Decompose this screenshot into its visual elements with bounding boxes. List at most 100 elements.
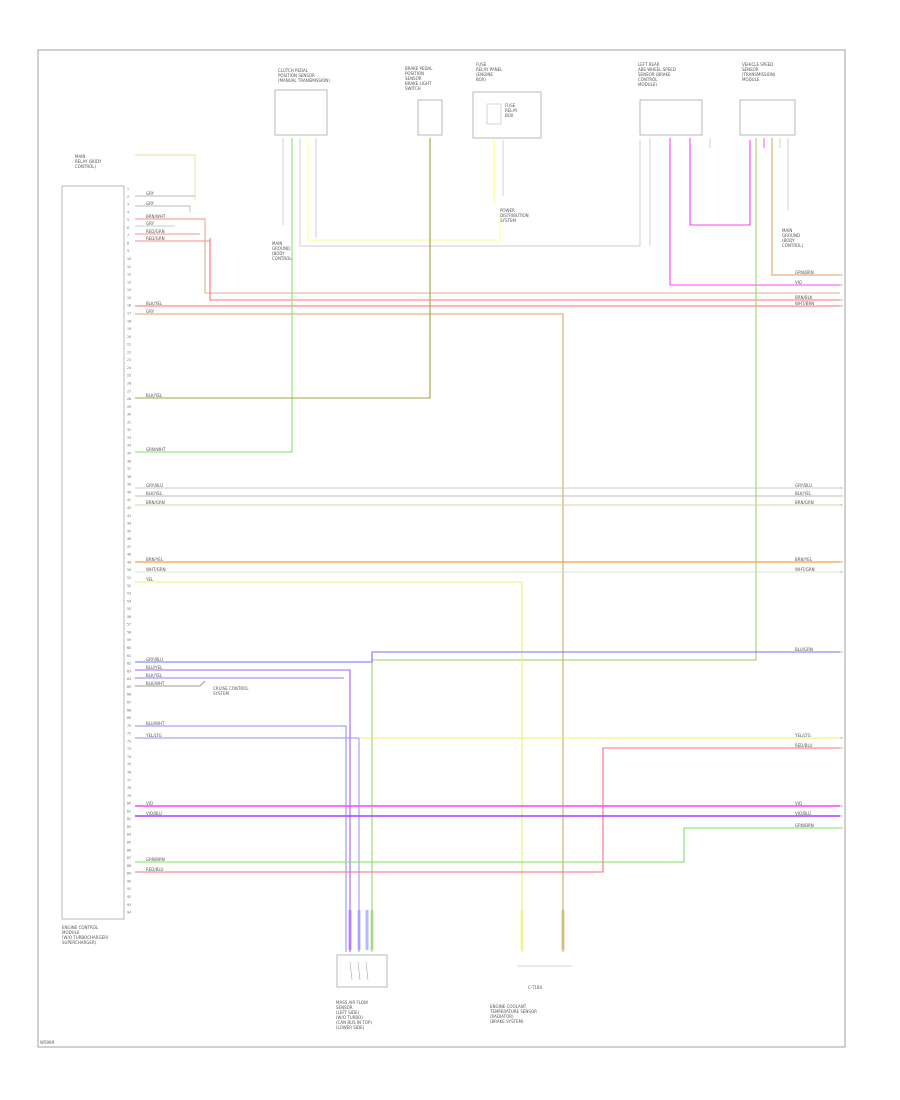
ecm-pin: 91 [127, 887, 131, 891]
ecm-name-4: SUPERCHARGER) [62, 940, 97, 945]
brake-name-4: BRAKE LIGHT [405, 81, 432, 86]
right-terminal-marker: < [840, 304, 843, 308]
right-terminal-marker: < [840, 650, 843, 654]
ecm-pin: 78 [127, 786, 131, 790]
svg-text:DISTRIBUTION: DISTRIBUTION [500, 213, 529, 218]
right-wire-label: VIO/BLU [795, 811, 811, 816]
wire [135, 205, 191, 212]
wire [135, 218, 206, 232]
mass-air-flow-sensor: MASS AIR FLOW SENSOR (LEFT SIDE) (W/O TU… [336, 954, 388, 1030]
ecm-pin: 23 [127, 358, 131, 362]
right-terminal-marker: < [840, 804, 843, 808]
ecm-pin: 55 [127, 607, 131, 611]
abs-name-2: ABS WHEEL SPEED [638, 67, 676, 72]
ecm-pin: 85 [127, 841, 131, 845]
ecm-pin: 60 [127, 646, 131, 650]
left-wire-label: GRN/BRN [146, 857, 165, 862]
left-wire-label: BLK/YEL [146, 393, 163, 398]
ecm-pin: 80 [127, 802, 131, 806]
right-terminal-marker: < [840, 298, 843, 302]
ecm-pin: 79 [127, 794, 131, 798]
fuse-panel-2: RELAY PANEL [476, 67, 503, 72]
right-terminal-marker: < [840, 814, 843, 818]
wire [135, 680, 206, 687]
wire [307, 138, 501, 241]
ecm-pin: 93 [127, 903, 131, 907]
fuse-panel-4: BOX) [476, 77, 486, 82]
ecm-pin: 51 [127, 576, 131, 580]
left-wire-label: RED/GRN [146, 229, 165, 234]
left-wire-label: GRY [146, 191, 155, 196]
ecm-pin: 57 [127, 623, 131, 627]
clutch-name-1: CLUTCH PEDAL [278, 68, 309, 73]
svg-text:MASS AIR FLOW: MASS AIR FLOW [336, 1000, 368, 1005]
ecm-pin: 77 [127, 778, 131, 782]
right-wire-label: BRN/YEL [795, 557, 813, 562]
vss-name-4: MODULE [742, 77, 760, 82]
wire [204, 232, 840, 294]
svg-text:(CAN BUS IN TOP): (CAN BUS IN TOP) [336, 1020, 372, 1025]
brake-name-2: POSITION [405, 71, 424, 76]
ecm-pin: 8 [127, 241, 129, 245]
right-wire-label: YEL/LTG [794, 733, 811, 738]
ecm-pin: 68 [127, 708, 131, 712]
ecm-pin: 69 [127, 716, 131, 720]
ecm-pin: 92 [127, 895, 131, 899]
vss-name-2: SENSOR [742, 67, 759, 72]
left-wire-label: GRY [146, 201, 155, 206]
svg-text:(BRAKE SYSTEM): (BRAKE SYSTEM) [490, 1019, 524, 1024]
right-terminal-marker: < [840, 570, 843, 574]
fuse-panel-3: (ENGINE [476, 72, 493, 77]
ecm-pin: 82 [127, 817, 131, 821]
svg-text:CONTROL): CONTROL) [782, 243, 804, 248]
right-terminal-marker: < [840, 560, 843, 564]
svg-text:(RADIATOR): (RADIATOR) [490, 1014, 514, 1019]
left-wire-label: BLK/YEL [146, 673, 163, 678]
left-wire-label: YEL/LTG [145, 733, 162, 738]
abs-name-5: MODULE) [638, 82, 657, 87]
svg-text:TEMPERATURE SENSOR: TEMPERATURE SENSOR [489, 1009, 537, 1014]
left-wire-label: YEL [145, 577, 154, 582]
svg-text:POWER: POWER [500, 208, 515, 213]
ecm-pin: 66 [127, 693, 131, 697]
abs-name-3: SENSOR (BRAKE [638, 72, 671, 77]
wire [135, 827, 840, 863]
engine-control-module: 1234567891011121314151617181920212223242… [61, 185, 131, 945]
ecm-name-3: (W/O TURBOCHARGER/ [62, 935, 109, 940]
brake-pedal-sensor: BRAKE PEDAL POSITION SENSOR BRAKE LIGHT … [405, 66, 443, 136]
connector-pin [520, 910, 524, 950]
fuse-panel-1: FUSE [476, 62, 487, 67]
ecm-pin: 27 [127, 389, 131, 393]
ground-notes: MAIN GROUND (BODY CONTROL) POWER DISTRIB… [272, 208, 804, 261]
wire [209, 238, 840, 301]
ecm-pin: 70 [127, 724, 131, 728]
ecm-pin: 81 [127, 809, 131, 813]
right-terminal-marker: < [840, 746, 843, 750]
ecm-pin-labels: 1234567891011121314151617181920212223242… [127, 187, 131, 915]
wire [771, 138, 840, 276]
ecm-pin: 2 [127, 195, 129, 199]
svg-text:CONTROL): CONTROL) [272, 256, 294, 261]
right-terminal-marker: < [840, 826, 843, 830]
ecm-pin: 45 [127, 529, 131, 533]
ecm-pin: 21 [127, 343, 131, 347]
left-wire-label: VIO [146, 801, 153, 806]
ecm-pin: 18 [127, 319, 131, 323]
ground-note-2: POWER DISTRIBUTION SYSTEM [500, 208, 529, 223]
ecm-pin: 47 [127, 545, 131, 549]
right-terminal-marker: < [840, 503, 843, 507]
ecm-pin: 35 [127, 452, 131, 456]
ecm-pin: 19 [127, 327, 131, 331]
ecm-pin: 56 [127, 615, 131, 619]
left-wire-label: BLU/YEL [146, 665, 163, 670]
ecm-pin: 65 [127, 685, 131, 689]
connector-pin [348, 910, 352, 950]
ecm-pin: 36 [127, 459, 131, 463]
left-wire-label: GRY [146, 221, 155, 226]
ecm-pin: 12 [127, 273, 131, 277]
abs-name-4: CONTROL [638, 77, 658, 82]
ecm-pin: 16 [127, 304, 131, 308]
left-wire-label: BRN/WHT [146, 214, 166, 219]
connector-pin [357, 910, 361, 950]
